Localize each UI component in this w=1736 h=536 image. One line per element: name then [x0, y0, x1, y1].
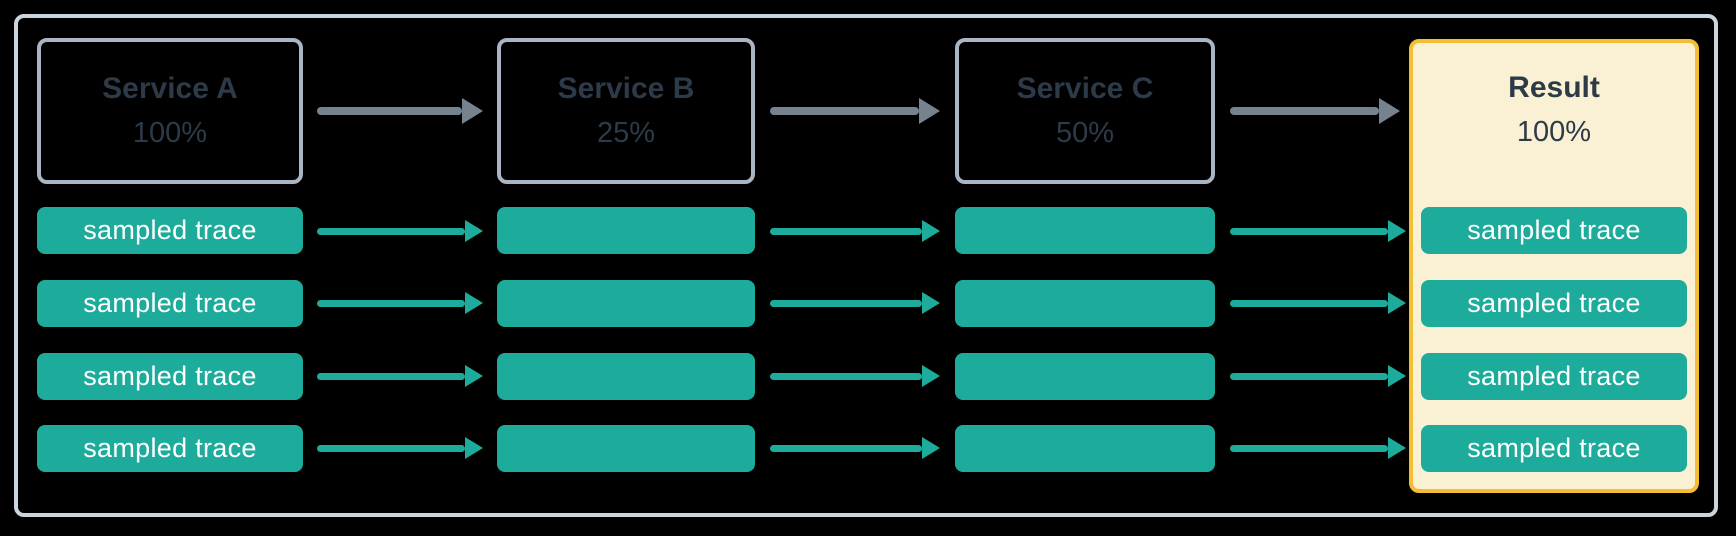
arrow-shaft [317, 299, 465, 307]
green-arrow-right-icon [1230, 365, 1406, 387]
arrow-head [919, 98, 940, 124]
arrow-head [922, 365, 940, 387]
service-a-box: Service A 100% [37, 38, 303, 184]
arrow-shaft [1230, 107, 1379, 115]
arrow-head [1388, 365, 1406, 387]
green-arrow-right-icon [317, 292, 483, 314]
arrow-shaft [317, 372, 465, 380]
green-arrow-right-icon [1230, 292, 1406, 314]
arrow-head [465, 365, 483, 387]
green-arrow-right-icon [770, 365, 940, 387]
green-arrow-right-icon [1230, 220, 1406, 242]
arrow-head [465, 220, 483, 242]
sampled-trace-box: sampled trace [37, 207, 303, 254]
sampled-trace-box: sampled trace [1421, 425, 1687, 472]
service-c-name: Service C [1016, 72, 1154, 105]
diagram-outer-frame [14, 14, 1718, 517]
green-arrow-right-icon [1230, 437, 1406, 459]
arrow-shaft [1230, 444, 1388, 452]
sampled-trace-label: sampled trace [1467, 215, 1641, 245]
arrow-shaft [770, 299, 922, 307]
trace-box [955, 425, 1215, 472]
service-c-sampling-rate: 50% [1055, 117, 1115, 149]
sampled-trace-label: sampled trace [83, 215, 257, 245]
arrow-head [465, 292, 483, 314]
green-arrow-right-icon [770, 220, 940, 242]
result-title: Result [1508, 71, 1600, 104]
green-arrow-right-icon [317, 365, 483, 387]
service-b-sampling-rate: 25% [596, 117, 656, 149]
arrow-shaft [1230, 372, 1388, 380]
arrow-head [1379, 98, 1400, 124]
arrow-head [922, 220, 940, 242]
arrow-shaft [1230, 299, 1388, 307]
result-title-block: Result 100% [1409, 66, 1699, 154]
arrow-head [1388, 292, 1406, 314]
service-b-name: Service B [557, 72, 695, 105]
arrow-shaft [770, 107, 919, 115]
arrow-head [1388, 437, 1406, 459]
arrow-right-icon [770, 98, 940, 124]
arrow-shaft [317, 444, 465, 452]
sampled-trace-box: sampled trace [1421, 353, 1687, 400]
arrow-head [462, 98, 483, 124]
arrow-shaft [317, 107, 462, 115]
sampled-trace-box: sampled trace [37, 425, 303, 472]
trace-box [955, 353, 1215, 400]
trace-box [497, 280, 755, 327]
service-a-name: Service A [102, 72, 238, 105]
arrow-right-icon [1230, 98, 1400, 124]
trace-box [955, 280, 1215, 327]
green-arrow-right-icon [770, 437, 940, 459]
arrow-right-icon [317, 98, 483, 124]
service-a-sampling-rate: 100% [132, 117, 208, 149]
result-panel [1409, 39, 1699, 493]
sampled-trace-box: sampled trace [1421, 280, 1687, 327]
arrow-head [922, 437, 940, 459]
green-arrow-right-icon [317, 220, 483, 242]
sampled-trace-label: sampled trace [1467, 288, 1641, 318]
sampled-trace-label: sampled trace [1467, 433, 1641, 463]
arrow-head [1388, 220, 1406, 242]
sampled-trace-box: sampled trace [37, 280, 303, 327]
green-arrow-right-icon [317, 437, 483, 459]
sampled-trace-label: sampled trace [83, 361, 257, 391]
trace-box [955, 207, 1215, 254]
arrow-shaft [1230, 227, 1388, 235]
sampled-trace-box: sampled trace [37, 353, 303, 400]
trace-box [497, 353, 755, 400]
service-b-box: Service B 25% [497, 38, 755, 184]
trace-box [497, 207, 755, 254]
sampled-trace-label: sampled trace [83, 288, 257, 318]
arrow-head [922, 292, 940, 314]
arrow-head [465, 437, 483, 459]
trace-box [497, 425, 755, 472]
arrow-shaft [317, 227, 465, 235]
arrow-shaft [770, 372, 922, 380]
green-arrow-right-icon [770, 292, 940, 314]
arrow-shaft [770, 444, 922, 452]
result-sampling-rate: 100% [1516, 116, 1592, 148]
sampled-trace-box: sampled trace [1421, 207, 1687, 254]
arrow-shaft [770, 227, 922, 235]
sampled-trace-label: sampled trace [1467, 361, 1641, 391]
service-c-box: Service C 50% [955, 38, 1215, 184]
sampled-trace-label: sampled trace [83, 433, 257, 463]
